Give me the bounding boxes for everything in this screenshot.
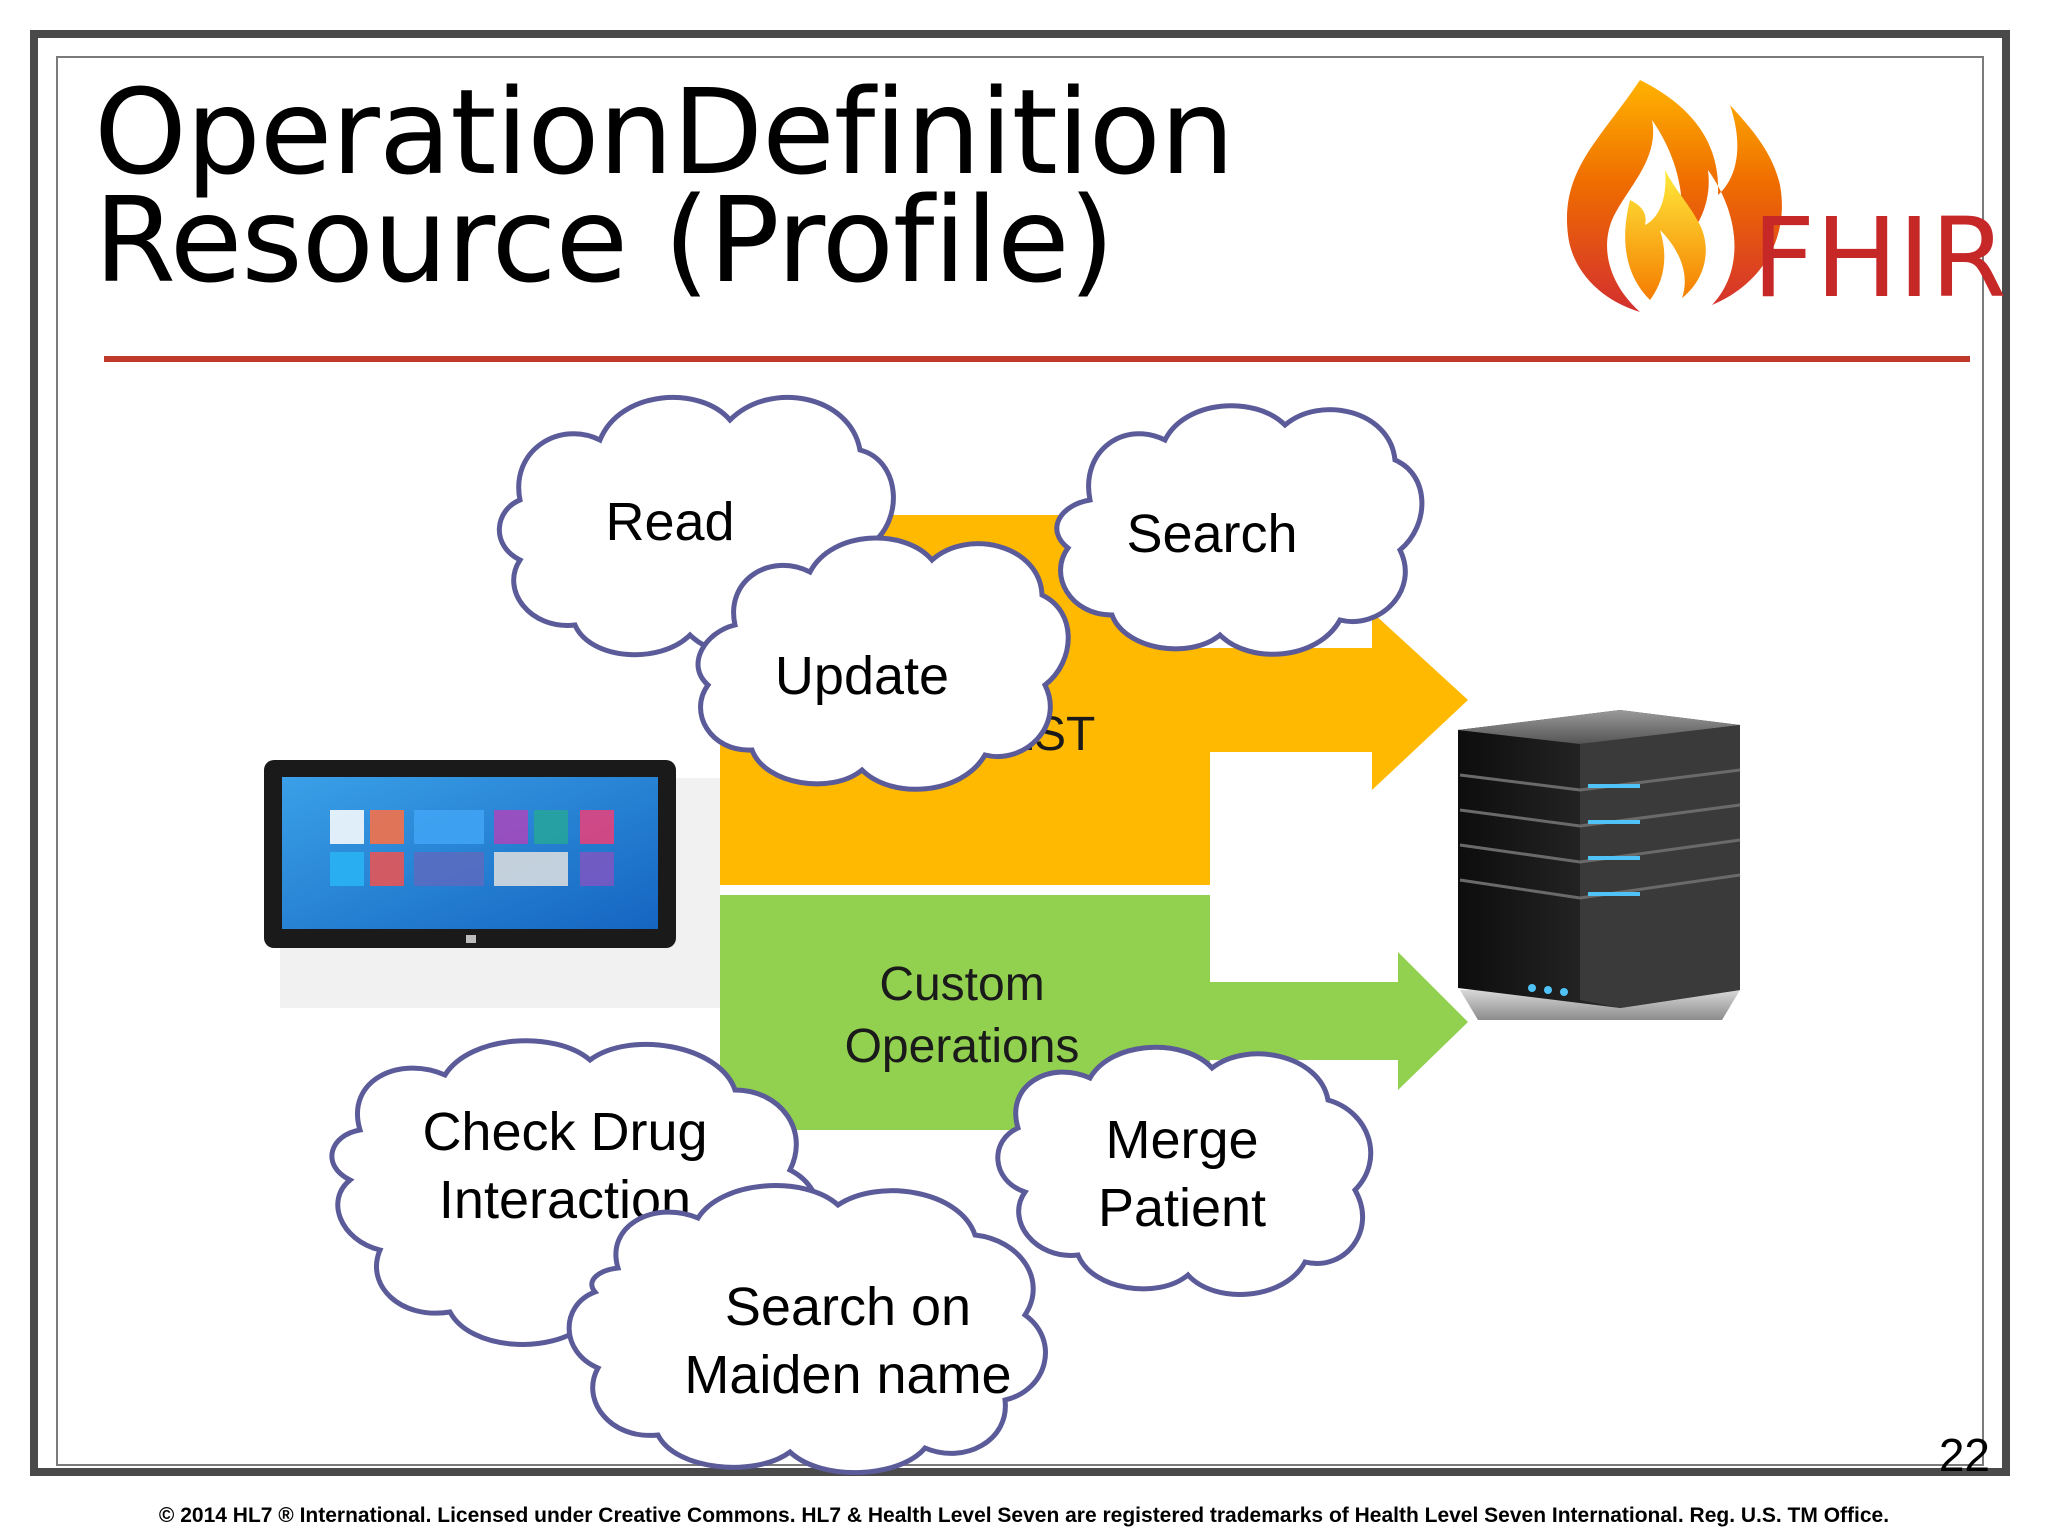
cloud-update: Update — [695, 535, 1071, 792]
custom-operations-label-line-2: Operations — [845, 1020, 1080, 1073]
slide-title-line-2: Resource (Profile) — [94, 171, 1115, 309]
cloud-merge-patient: Merge Patient — [995, 1044, 1374, 1297]
cloud-merge-label-line-1: Merge — [1105, 1110, 1258, 1170]
slide-title-line-1: OperationDefinition — [94, 63, 1235, 201]
page-number: 22 — [1938, 1429, 1990, 1481]
flame-icon — [1566, 80, 1782, 312]
cloud-search-on-maiden-name: Search on Maiden name — [566, 1183, 1048, 1476]
cloud-merge-label-line-2: Patient — [1098, 1178, 1266, 1238]
cloud-search-label: Search — [1126, 504, 1297, 564]
fhir-logo: FHIR — [1566, 80, 2007, 322]
custom-operations-arrow-shape — [720, 895, 1468, 1130]
custom-operations-label-line-1: Custom — [879, 958, 1044, 1011]
custom-operations-arrow: Custom Operations — [720, 895, 1468, 1130]
cloud-check-drug-label-line-1: Check Drug — [422, 1102, 707, 1162]
cloud-search: Search — [1054, 403, 1425, 657]
cloud-update-label: Update — [775, 646, 949, 706]
tablet-icon — [264, 760, 720, 1008]
cloud-read-label: Read — [605, 492, 734, 552]
copyright-footer: © 2014 HL7 ® International. Licensed und… — [158, 1504, 1890, 1527]
server-icon — [1458, 710, 1741, 1020]
cloud-maiden-label-line-1: Search on — [725, 1277, 971, 1337]
slide-title: OperationDefinition Resource (Profile) — [94, 63, 1235, 309]
cloud-maiden-label-line-2: Maiden name — [684, 1345, 1011, 1405]
fhir-logo-text: FHIR — [1752, 194, 2007, 322]
title-divider — [104, 356, 1970, 362]
